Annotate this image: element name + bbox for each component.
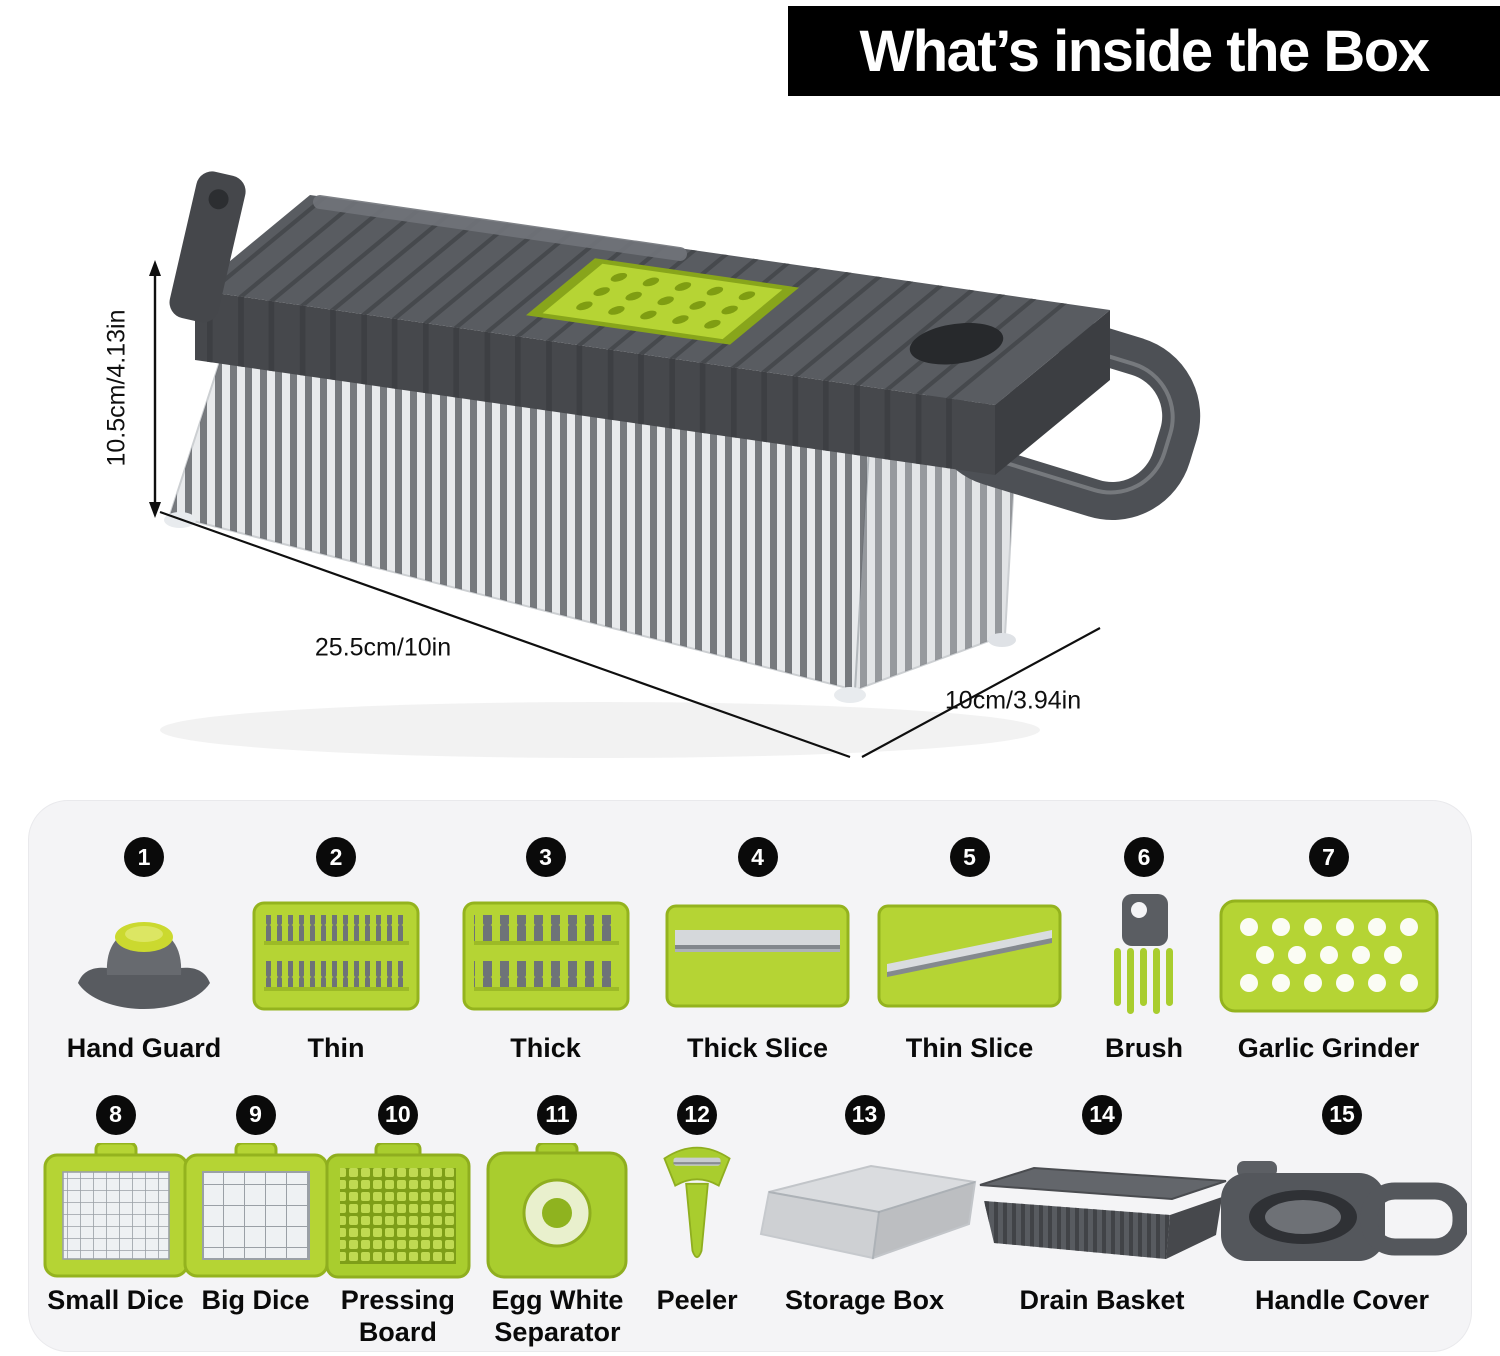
item-label: Pressing Board bbox=[340, 1284, 455, 1347]
item-number-badge: 6 bbox=[1124, 837, 1164, 877]
item-label: Garlic Grinder bbox=[1237, 1033, 1420, 1063]
item-label: Thick bbox=[510, 1033, 581, 1063]
thick-slice-icon bbox=[665, 887, 850, 1025]
hand-guard-icon bbox=[69, 887, 219, 1025]
item-label: Drain Basket bbox=[1019, 1284, 1185, 1315]
pressing-board-icon bbox=[324, 1142, 472, 1279]
accessory-item-hand-guard: 1 Hand Guard bbox=[59, 837, 229, 1065]
accessory-item-thin-slice: 5 Thin Slice bbox=[867, 837, 1072, 1065]
accessory-item-thick: 3 Thick bbox=[443, 837, 648, 1065]
item-number-badge: 9 bbox=[235, 1094, 276, 1135]
thin-blade-icon bbox=[252, 887, 420, 1025]
big-dice-icon bbox=[182, 1142, 330, 1278]
item-label: Thin bbox=[307, 1033, 365, 1063]
item-number-badge: 8 bbox=[95, 1094, 136, 1135]
depth-dimension-line bbox=[861, 627, 1101, 758]
handle-cover-icon bbox=[1217, 1145, 1468, 1277]
item-number-badge: 14 bbox=[1082, 1094, 1123, 1135]
garlic-grinder-icon bbox=[1219, 887, 1439, 1025]
egg-white-separator-icon bbox=[483, 1142, 631, 1279]
accessories-row-2: 8 Small Dice 9 bbox=[42, 1094, 1468, 1349]
item-label: Handle Cover bbox=[1254, 1284, 1430, 1315]
item-label: Brush bbox=[1104, 1033, 1183, 1063]
accessory-item-small-dice: 8 Small Dice bbox=[42, 1094, 190, 1317]
storage-box-icon bbox=[749, 1145, 981, 1277]
drain-basket-icon bbox=[976, 1145, 1228, 1277]
dimension-length-label: 25.5cm/10in bbox=[314, 633, 452, 662]
thick-blade-icon bbox=[462, 887, 630, 1025]
item-label: Small Dice bbox=[47, 1284, 184, 1315]
height-dimension-line bbox=[149, 260, 161, 518]
dimension-depth-label: 10cm/3.94in bbox=[944, 686, 1082, 715]
title-banner: What’s inside the Box bbox=[788, 6, 1500, 96]
item-number-badge: 15 bbox=[1322, 1094, 1363, 1135]
accessories-row-1: 1 Hand Guard 2 bbox=[59, 837, 1441, 1065]
product-image bbox=[80, 80, 1340, 790]
item-number-badge: 12 bbox=[677, 1094, 718, 1135]
item-label: Thin Slice bbox=[905, 1033, 1034, 1063]
item-label: Big Dice bbox=[201, 1284, 310, 1315]
accessory-item-garlic-grinder: 7 Garlic Grinder bbox=[1216, 837, 1441, 1065]
fold-handle-hinge bbox=[169, 171, 246, 323]
item-label: Egg White Separator bbox=[491, 1284, 624, 1347]
accessory-item-storage-box: 13 Storage Box bbox=[752, 1094, 977, 1317]
item-number-badge: 3 bbox=[525, 837, 566, 877]
accessory-item-peeler: 12 Peeler bbox=[642, 1094, 752, 1317]
item-label: Peeler bbox=[656, 1284, 738, 1315]
peeler-icon bbox=[651, 1145, 743, 1277]
accessories-panel: 1 Hand Guard 2 bbox=[28, 800, 1472, 1352]
accessory-item-drain-basket: 14 Drain Basket bbox=[976, 1094, 1228, 1317]
item-number-badge: 11 bbox=[537, 1094, 578, 1135]
accessory-item-big-dice: 9 Big Dice bbox=[183, 1094, 328, 1317]
accessory-item-thin: 2 Thin bbox=[234, 837, 439, 1065]
accessory-item-egg-white-separator: 11 Egg White Separator bbox=[473, 1094, 643, 1349]
item-label: Thick Slice bbox=[686, 1033, 829, 1063]
length-dimension-line bbox=[159, 510, 851, 759]
dimension-height-label: 10.5cm/4.13in bbox=[102, 309, 131, 467]
item-number-badge: 10 bbox=[377, 1094, 418, 1135]
accessory-item-brush: 6 Brush bbox=[1077, 837, 1212, 1065]
item-number-badge: 2 bbox=[316, 837, 356, 877]
accessory-item-pressing-board: 10 Pressing Board bbox=[323, 1094, 473, 1349]
product-render bbox=[149, 171, 1201, 759]
item-number-badge: 7 bbox=[1308, 837, 1349, 877]
accessory-item-handle-cover: 15 Handle Cover bbox=[1221, 1094, 1468, 1317]
item-number-badge: 13 bbox=[844, 1094, 885, 1135]
item-number-badge: 4 bbox=[737, 837, 778, 877]
item-label: Storage Box bbox=[784, 1284, 945, 1315]
small-dice-icon bbox=[42, 1142, 190, 1278]
item-label: Hand Guard bbox=[66, 1033, 222, 1063]
lid bbox=[169, 171, 1110, 475]
item-number-badge: 5 bbox=[949, 837, 990, 877]
item-number-badge: 1 bbox=[124, 837, 164, 877]
thin-slice-icon bbox=[877, 887, 1062, 1025]
accessory-item-thick-slice: 4 Thick Slice bbox=[653, 837, 863, 1065]
brush-icon bbox=[1098, 887, 1190, 1025]
